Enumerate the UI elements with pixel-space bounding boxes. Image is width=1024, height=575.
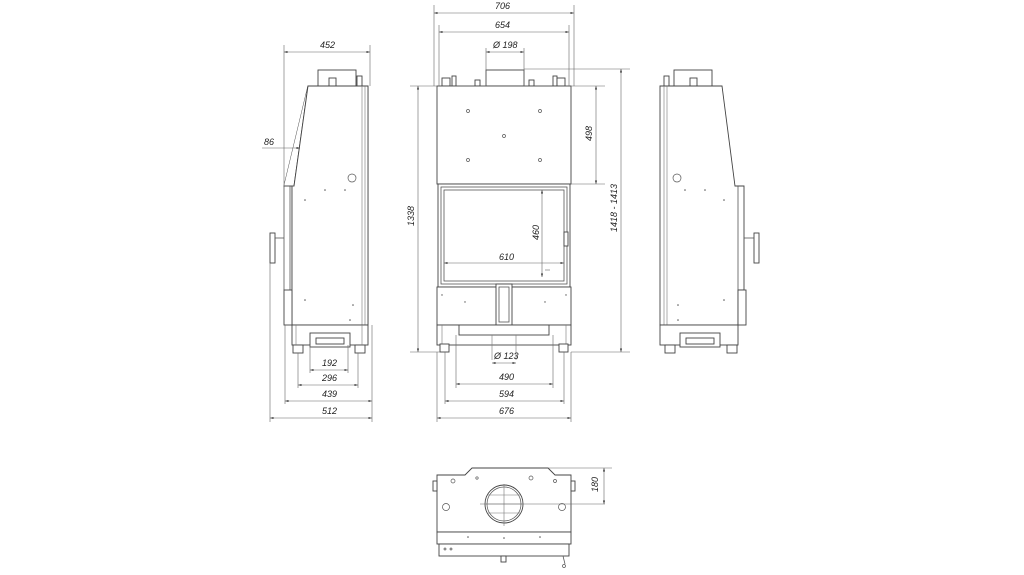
dim-door-width: 610 <box>499 252 514 262</box>
dim-706: 706 <box>495 1 510 11</box>
dim-total-height: 1418 - 1413 <box>609 184 619 232</box>
dim-594: 594 <box>499 389 514 399</box>
dim-498: 498 <box>584 126 594 141</box>
dim-654: 654 <box>495 20 510 30</box>
right-side-view <box>659 69 760 354</box>
dim-air-inlet-diameter: Ø 123 <box>493 351 519 361</box>
bottom-view: 180 <box>432 467 612 568</box>
dim-676: 676 <box>499 406 514 416</box>
dim-86: 86 <box>264 137 274 147</box>
dim-512: 512 <box>322 406 337 416</box>
left-side-view: 452 86 192 296 439 512 <box>262 40 373 422</box>
front-view: 706 654 Ø 198 498 1418 - 1413 1338 460 6… <box>406 1 630 422</box>
dim-door-height: 460 <box>531 225 541 240</box>
dim-439: 439 <box>322 389 337 399</box>
dim-490: 490 <box>499 372 514 382</box>
dim-flue-diameter: Ø 198 <box>492 40 518 50</box>
dim-180: 180 <box>590 477 600 492</box>
dim-296: 296 <box>321 373 337 383</box>
dim-452: 452 <box>320 40 335 50</box>
dim-1338: 1338 <box>406 206 416 226</box>
dim-192: 192 <box>322 358 337 368</box>
